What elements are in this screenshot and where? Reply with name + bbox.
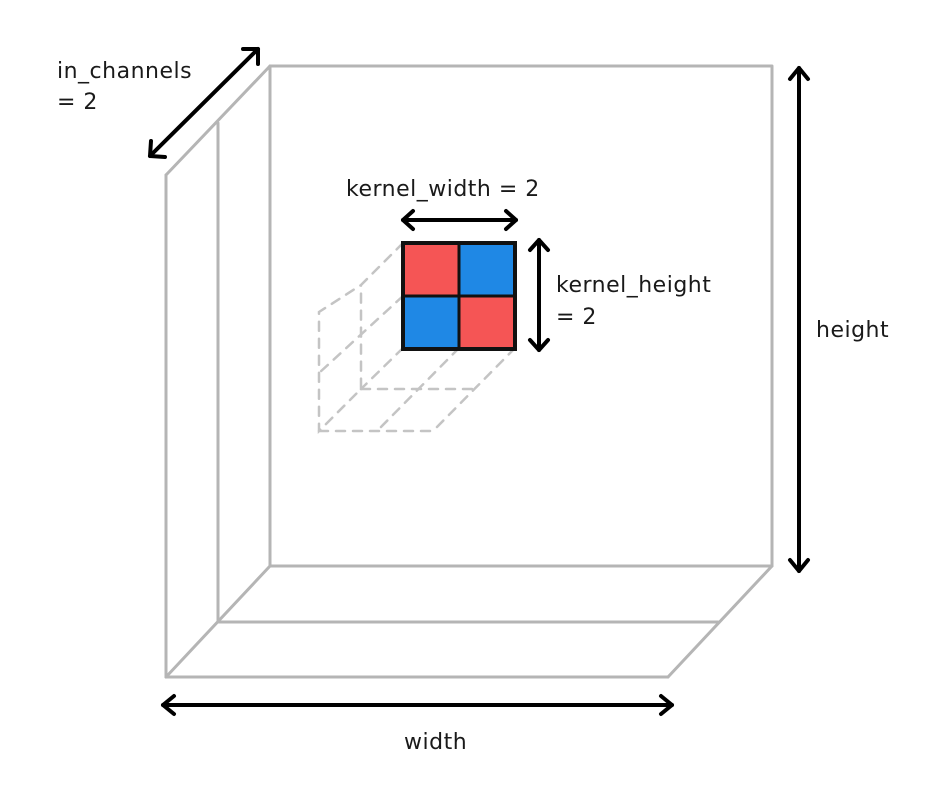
kernel-cell-r1-c0 — [401, 294, 461, 351]
kernel-depth-mid-h — [317, 294, 405, 375]
height-arrow — [788, 66, 810, 573]
kernel-width-arrow — [401, 209, 518, 231]
width-label: width — [404, 730, 467, 755]
kernel-height-value: = 2 — [556, 305, 597, 330]
kernel-depth-left-bottom — [359, 346, 405, 391]
front-channel-face — [268, 64, 774, 568]
width-arrow — [161, 694, 674, 716]
height-label: height — [816, 318, 889, 343]
kernel-cell-r1-c1 — [457, 294, 517, 351]
kernel-grid — [401, 241, 517, 351]
input-volume — [164, 64, 774, 679]
kernel-width-label: kernel_width = 2 — [346, 177, 540, 202]
kernel-depth-dashed — [317, 241, 517, 435]
in-channels-label: in_channels — [57, 59, 192, 84]
kernel-cell-r0-c1 — [457, 241, 517, 298]
kernel-cell-r0-c0 — [401, 241, 461, 298]
kernel-depth-right-bottom — [431, 346, 517, 433]
kernel-depth-left — [317, 241, 405, 435]
volume-bottom-right-edge — [666, 564, 774, 679]
in-channels-arrow — [148, 47, 260, 159]
kernel-outline — [401, 241, 517, 351]
arrows — [148, 47, 810, 716]
kernel-height-label: kernel_height — [556, 273, 711, 298]
kernel-depth-center-diag — [375, 346, 461, 433]
volume-top-left-edge — [164, 64, 272, 177]
in-channels-value: = 2 — [57, 90, 98, 115]
labels: in_channels = 2 kernel_width = 2 kernel_… — [57, 59, 889, 755]
kernel-height-arrow — [528, 238, 550, 352]
